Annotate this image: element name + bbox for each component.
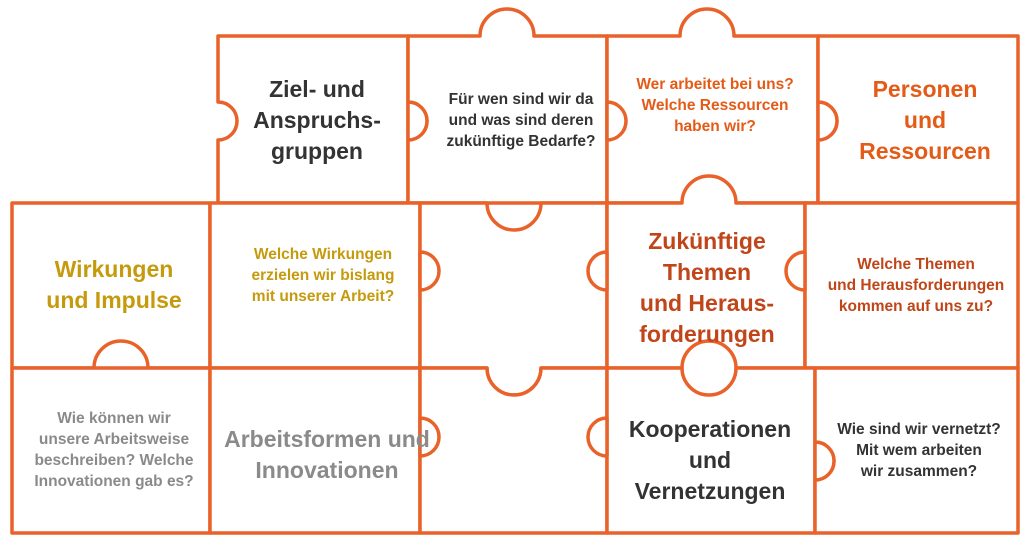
tab-themen-left [586,250,609,292]
ziel-title: Ziel- und Anspruchs- gruppen [253,75,381,164]
tab-kooperationen-right [813,440,836,482]
tab-themen-question-left [784,250,807,292]
arbeitsformen-question: Wie können wir unsere Arbeitsweise besch… [34,410,194,490]
piece-wirkungen-title [10,201,212,370]
ziel-question: Für wen sind wir da und was sind deren z… [446,90,596,150]
themen-question: Welche Themen und Herausforderungen komm… [827,255,1005,315]
tab-ziel-right [406,100,429,142]
wirkungen-title: Wirkungen und Impulse [46,256,182,313]
themen-title: Zukünftige Themen und Heraus- forderunge… [639,227,775,347]
piece-kooperationen-title [605,366,817,535]
tab-ziel-question-right [605,100,628,142]
kooperationen-title: Kooperationen und Vernetzungen [628,415,792,504]
arbeitsformen-title: Arbeitsformen und Innovationen [224,426,430,483]
tab-personen-right [816,100,839,142]
personen-question: Wer arbeitet bei uns? Welche Ressourcen … [636,75,794,135]
piece-ziel-title [216,34,410,205]
wirkungen-question: Welche Wirkungen erzielen wir bislang mi… [251,245,395,305]
kooperationen-question: Wie sind wir vernetzt? Mit wem arbeiten … [837,420,1001,480]
piece-personen-question [605,7,820,205]
tab-kooperationen-left [586,416,609,458]
tab-arbeitsformen-right [418,416,441,458]
personen-title: Personen und Ressourcen [859,75,991,164]
tab-wirkungen-question-right [418,250,441,292]
piece-bottom-blank [418,366,609,535]
piece-center-blank [418,201,609,397]
